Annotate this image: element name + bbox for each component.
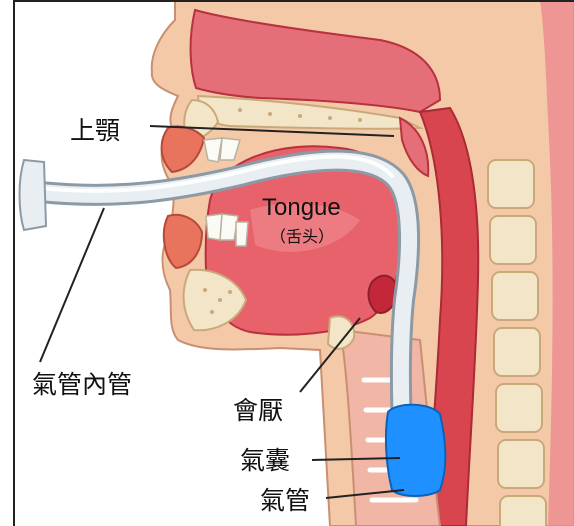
tongue-sublabel: （舌头） [270, 229, 334, 245]
cuff-label: 氣囊 [240, 448, 290, 473]
upper-jaw-label: 上顎 [70, 118, 120, 143]
tube-cuff [386, 405, 445, 496]
tongue-label: Tongue [262, 196, 341, 220]
epiglottis-label: 會厭 [233, 398, 283, 423]
endotracheal-tube-label: 氣管內管 [32, 372, 132, 397]
trachea-label: 氣管 [260, 488, 310, 513]
laryngeal-cartilage [328, 316, 354, 349]
tube-connector [20, 160, 47, 230]
